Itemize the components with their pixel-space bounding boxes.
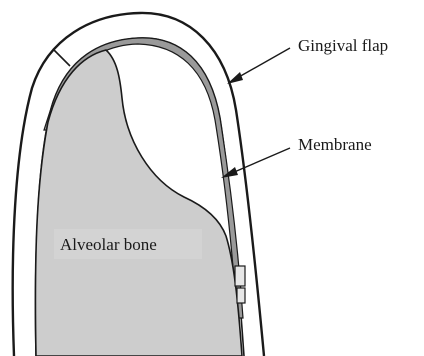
- membrane-label: Membrane: [298, 135, 372, 154]
- fixation-pin-upper: [235, 266, 245, 286]
- gingival-flap-label: Gingival flap: [298, 36, 388, 55]
- alveolar-bone-label: Alveolar bone: [60, 235, 157, 254]
- gingival-flap-arrowhead: [227, 72, 243, 84]
- flap-incision-line: [54, 50, 70, 66]
- fixation-pin-lower: [237, 288, 245, 303]
